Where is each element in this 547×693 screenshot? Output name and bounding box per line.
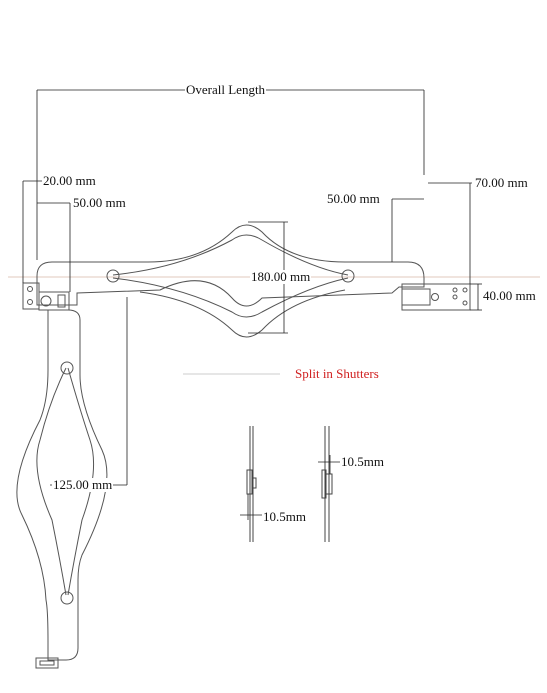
vertical-arm-slot: [35, 657, 59, 669]
vertical-arm-hole-top: [60, 361, 74, 375]
dim-50-right-label: 50.00 mm: [326, 191, 381, 206]
dim-50-left-label: 50.00 mm: [72, 195, 127, 210]
dim-125-label: 125.00 mm: [52, 477, 114, 492]
right-bracket: [401, 283, 471, 311]
dim-10-5-right-label: 10.5mm: [340, 454, 385, 469]
shutter-detail-right: [318, 426, 340, 542]
right-bracket-screw-3: [462, 287, 468, 293]
shutter-left-hinge-inner: [251, 477, 257, 489]
diamond-outer-bottom: [139, 289, 346, 338]
left-bracket-screw-1: [27, 286, 33, 292]
horizontal-arm: [36, 224, 425, 338]
right-bracket-screw-1: [452, 287, 458, 293]
split-note-label: Split in Shutters: [294, 366, 380, 381]
vertical-diamond-right: [67, 367, 95, 596]
right-bracket-inner: [401, 288, 431, 306]
shutter-right-hinge-inner: [325, 473, 333, 495]
vertical-diamond-left: [36, 367, 67, 596]
right-bracket-plate: [401, 283, 471, 311]
shutter-detail-left: [240, 426, 262, 542]
vertical-arm-hole-bottom: [60, 591, 74, 605]
diamond-inner-top: [112, 234, 349, 276]
left-bracket: [22, 282, 70, 311]
left-bracket-screw-2: [27, 299, 33, 305]
right-bracket-screw-2: [452, 294, 458, 300]
arm-hole-left: [106, 269, 120, 283]
overall-length-label: Overall Length: [185, 82, 267, 97]
dim-40-label: 40.00 mm: [482, 288, 537, 303]
right-bracket-screw-4: [462, 300, 468, 306]
arm-hole-right: [341, 269, 355, 283]
vertical-arm-outer: [16, 309, 108, 661]
horizontal-arm-outer: [36, 224, 425, 307]
dim-10-5-left-label: 10.5mm: [262, 509, 307, 524]
vertical-arm-slot-inner: [39, 660, 55, 666]
dim-70-label: 70.00 mm: [474, 175, 529, 190]
dim-180-label: 180.00 mm: [250, 269, 312, 284]
diamond-inner-bottom: [112, 277, 349, 318]
vertical-arm: [16, 309, 108, 669]
left-pivot-slot: [57, 294, 66, 308]
left-pivot-hole: [40, 295, 52, 307]
dim-20-label: 20.00 mm: [42, 173, 97, 188]
right-bracket-hole: [431, 293, 439, 301]
